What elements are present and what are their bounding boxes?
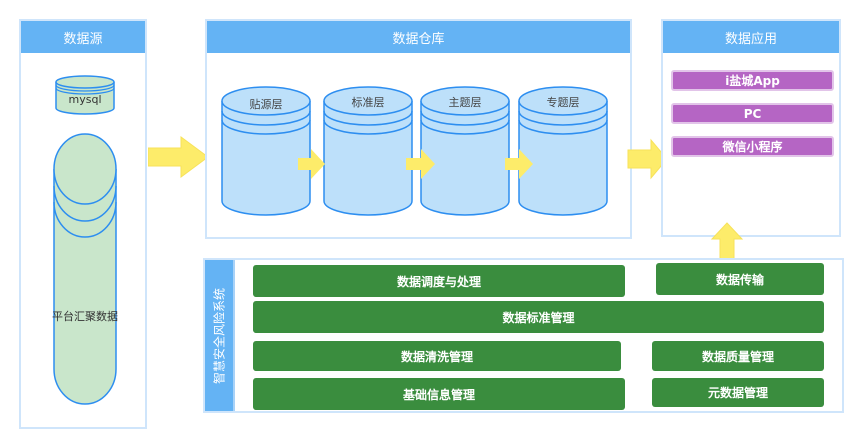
data-source-title: 数据源 [21,21,145,53]
arrow-right-icon [627,138,668,180]
module-data-standard[interactable]: 数据标准管理 [253,301,824,333]
mysql-label: mysql [68,93,102,106]
data-application-panel: 数据应用 i盐城App PC 微信小程序 [661,19,841,237]
platform-cylinder [53,133,117,405]
layer-cylinder-standard [323,86,413,216]
data-application-title: 数据应用 [663,21,839,53]
module-data-cleaning[interactable]: 数据清洗管理 [253,341,621,371]
module-metadata[interactable]: 元数据管理 [652,378,824,407]
module-data-quality[interactable]: 数据质量管理 [652,341,824,371]
security-system-panel: 智慧安全风险系统 数据调度与处理 数据传输 数据标准管理 数据清洗管理 数据质量… [203,258,844,413]
layer-label-subject: 专题层 [546,96,580,109]
security-system-label: 智慧安全风险系统 [205,260,235,411]
app-iyancheng-button[interactable]: i盐城App [671,70,834,91]
data-warehouse-panel: 数据仓库 贴源层 标准层 主题层 专题层 [205,19,632,239]
warehouse-layers [221,86,608,216]
arrow-right-icon [406,149,435,179]
layer-cylinder-subject [518,86,608,216]
security-system-title: 智慧安全风险系统 [212,287,227,384]
layer-cylinder-topic [420,86,510,216]
layer-label-standard: 标准层 [351,96,385,109]
data-source-panel: 数据源 mysql 平台汇聚数据 [19,19,147,429]
module-data-transfer[interactable]: 数据传输 [656,263,824,295]
layer-cylinder-source [221,86,311,216]
module-data-dispatch[interactable]: 数据调度与处理 [253,265,625,297]
arrow-right-icon [298,149,325,179]
module-basic-info[interactable]: 基础信息管理 [253,378,625,410]
arrow-right-icon [505,149,533,179]
layer-label-topic: 主题层 [448,96,482,109]
source-cylinders [53,75,117,405]
app-wechat-miniprogram-button[interactable]: 微信小程序 [671,136,834,157]
mysql-cylinder [55,75,115,115]
app-pc-button[interactable]: PC [671,103,834,124]
data-warehouse-title: 数据仓库 [207,21,630,53]
layer-label-source: 贴源层 [249,98,283,111]
arrow-right-icon [148,136,209,178]
platform-data-label: 平台汇聚数据 [52,310,118,323]
